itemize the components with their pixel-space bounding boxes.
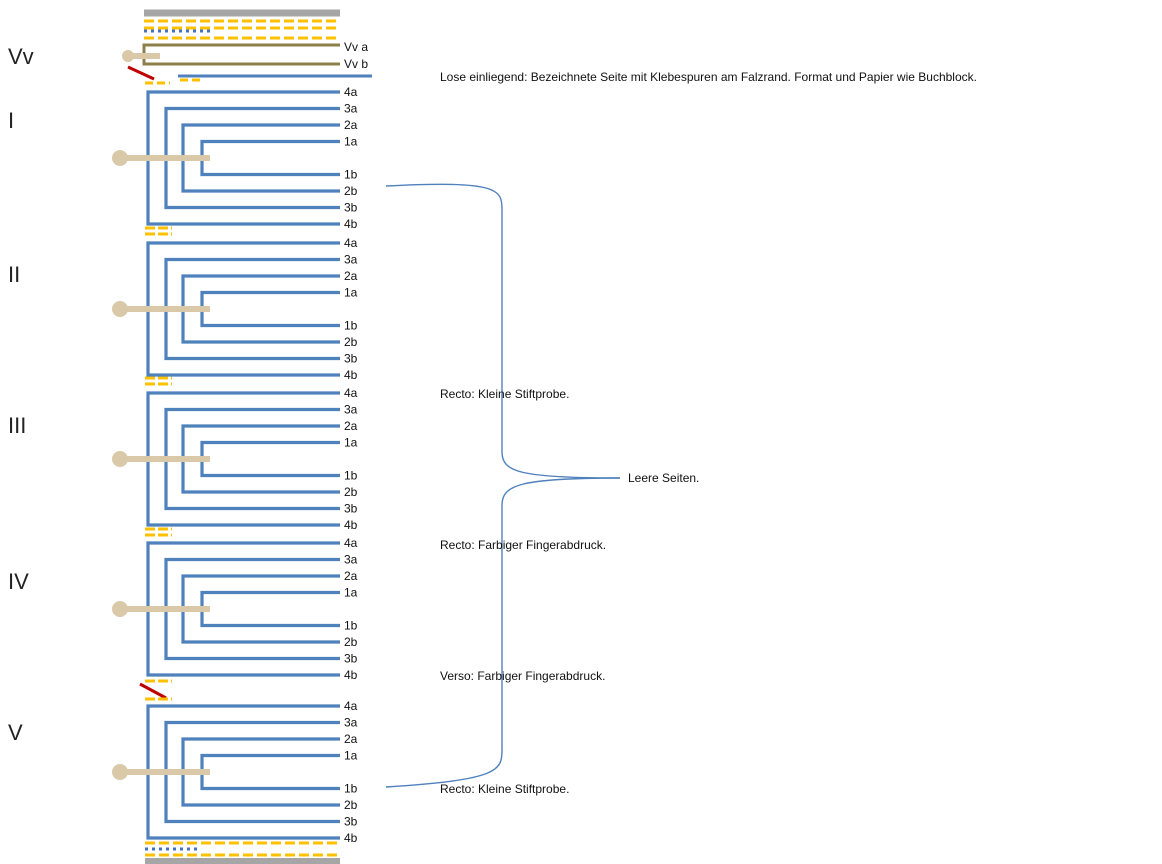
quire-label: III	[8, 413, 26, 438]
page-label-4a: 4a	[344, 236, 358, 250]
page-label-3a: 3a	[344, 253, 358, 267]
page-label-1a: 1a	[344, 135, 358, 149]
page-label-1a: 1a	[344, 436, 358, 450]
quire-V: 4a 3a 2a 1a 1b 2b 3b 4b V	[8, 699, 358, 845]
page-label-2a: 2a	[344, 419, 358, 433]
thread-knot	[112, 601, 128, 617]
page-label-2a: 2a	[344, 269, 358, 283]
quire-II: 4a 3a 2a 1a 1b 2b 3b 4b II	[8, 236, 358, 382]
page-label-1b: 1b	[344, 168, 358, 182]
thread-knot	[112, 301, 128, 317]
page-label-1a: 1a	[344, 586, 358, 600]
page-label-3b: 3b	[344, 352, 358, 366]
page-label-4a: 4a	[344, 536, 358, 550]
page-label-3b: 3b	[344, 201, 358, 215]
page-label-1b: 1b	[344, 469, 358, 483]
vorsatz-page-b: Vv b	[344, 57, 368, 71]
note-quire-IV-4a: Recto: Farbiger Fingerabdruck.	[440, 538, 606, 552]
page-label-4b: 4b	[344, 831, 358, 845]
brace-upper	[385, 183, 621, 479]
page-label-1b: 1b	[344, 319, 358, 333]
bifolium-1	[200, 590, 340, 628]
page-label-3b: 3b	[344, 502, 358, 516]
quire-I: 4a 3a 2a 1a 1b 2b 3b 4b I	[8, 85, 358, 231]
note-quire-V-1b: Recto: Kleine Stiftprobe.	[440, 782, 569, 796]
page-label-2a: 2a	[344, 732, 358, 746]
page-label-1b: 1b	[344, 619, 358, 633]
bifolium-1	[200, 290, 340, 328]
page-label-4b: 4b	[344, 518, 358, 532]
page-label-2b: 2b	[344, 184, 358, 198]
page-label-2b: 2b	[344, 335, 358, 349]
page-label-4a: 4a	[344, 85, 358, 99]
notes: Lose einliegend: Bezeichnete Seite mit K…	[440, 70, 977, 796]
page-label-1a: 1a	[344, 749, 358, 763]
note-loose-leaf: Lose einliegend: Bezeichnete Seite mit K…	[440, 70, 977, 84]
page-label-2a: 2a	[344, 118, 358, 132]
page-label-1a: 1a	[344, 286, 358, 300]
thread-knot	[112, 451, 128, 467]
quire-label: V	[8, 720, 23, 745]
page-label-3a: 3a	[344, 553, 358, 567]
page-label-2b: 2b	[344, 485, 358, 499]
cut-mark-top	[127, 65, 155, 81]
bifolium-1	[200, 139, 340, 177]
page-label-3a: 3a	[344, 403, 358, 417]
note-quire-III-4a: Recto: Kleine Stiftprobe.	[440, 387, 569, 401]
page-label-4a: 4a	[344, 386, 358, 400]
bifolium-1	[200, 440, 340, 478]
note-quire-IV-4b: Verso: Farbiger Fingerabdruck.	[440, 669, 605, 683]
note-blank-pages: Leere Seiten.	[628, 471, 699, 485]
page-label-2b: 2b	[344, 798, 358, 812]
brace-lower	[385, 477, 621, 788]
page-label-2a: 2a	[344, 569, 358, 583]
vorsatz-thread-knot	[122, 50, 134, 62]
quire-label: I	[8, 108, 14, 133]
page-label-3b: 3b	[344, 815, 358, 829]
quire-label: II	[8, 262, 20, 287]
thread-knot	[112, 150, 128, 166]
page-label-4b: 4b	[344, 217, 358, 231]
page-label-3b: 3b	[344, 652, 358, 666]
page-label-3a: 3a	[344, 102, 358, 116]
page-label-4a: 4a	[344, 699, 358, 713]
page-label-2b: 2b	[344, 635, 358, 649]
page-label-4b: 4b	[344, 668, 358, 682]
quire-label: IV	[8, 569, 29, 594]
page-label-4b: 4b	[344, 368, 358, 382]
bifolium-1	[200, 753, 340, 791]
thread-knot	[112, 764, 128, 780]
page-label-1b: 1b	[344, 782, 358, 796]
cut-mark-bottom	[139, 682, 167, 700]
vorsatz-label: Vv	[8, 44, 34, 69]
vorsatz-sheet	[142, 43, 340, 66]
quire-III: 4a 3a 2a 1a 1b 2b 3b 4b III	[8, 386, 358, 532]
quire-IV: 4a 3a 2a 1a 1b 2b 3b 4b IV	[8, 536, 358, 682]
page-label-3a: 3a	[344, 716, 358, 730]
vorsatz-page-a: Vv a	[344, 40, 368, 54]
